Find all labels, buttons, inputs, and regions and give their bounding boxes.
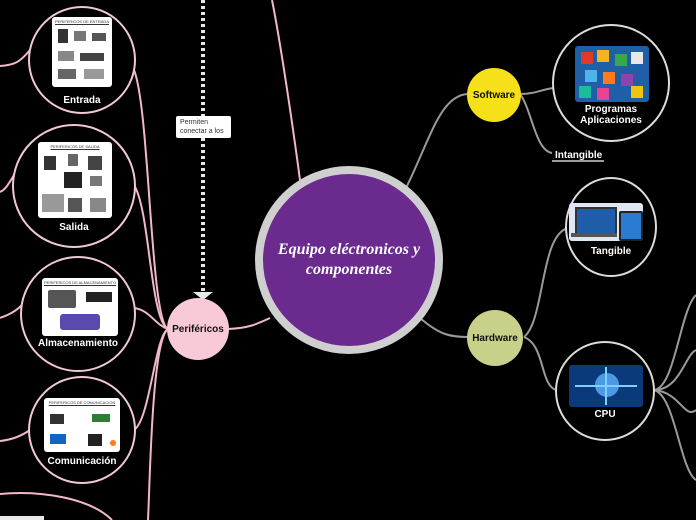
link-almacenamiento-left [0,304,23,319]
entrada-label: Entrada [63,95,101,106]
link-perifericos-bottom [147,328,169,520]
hardware-label: Hardware [472,332,518,344]
app-icons-image [575,46,649,102]
programas-label: Programas Aplicaciones [580,104,642,126]
dotted-connector-arrow [193,292,213,300]
almacenamiento-node[interactable]: PERIFERICOS DE ALMACENAMIENTO Almacenami… [20,256,136,372]
salida-image-title: PERIFERICOS DE SALIDA [50,144,100,149]
link-center-perifericos [227,317,271,330]
link-hardware-tangible [523,227,569,338]
cpu-image [569,365,643,407]
comunicacion-node[interactable]: PERIFERICOS DE COMUNICACION Comunicación [28,376,136,484]
devices-image [569,203,643,241]
link-software-intangible [519,93,553,154]
connector-note[interactable]: Permiten conectar a los [176,116,231,138]
almacenamiento-image: PERIFERICOS DE ALMACENAMIENTO [42,278,118,336]
offscreen-node-edge [0,516,44,520]
comunicacion-image-title: PERIFERICOS DE COMUNICACION [48,400,116,405]
link-cpu-4 [653,389,696,481]
software-node[interactable]: Software [467,68,521,122]
link-software-programas [519,87,554,95]
link-cpu-3 [653,389,696,414]
connector-note-text: Permiten conectar a los [180,119,224,135]
salida-node[interactable]: PERIFERICOS DE SALIDA Salida [12,124,136,248]
salida-image: PERIFERICOS DE SALIDA [38,142,112,218]
hardware-node[interactable]: Hardware [467,310,523,366]
perifericos-label: Periféricos [172,323,224,335]
link-perifericos-comunicacion [133,328,169,431]
link-center-hardware [419,317,469,338]
tangible-node[interactable]: Tangible [565,177,657,277]
salida-label: Salida [59,222,89,233]
link-hardware-cpu [523,336,557,391]
link-center-software [404,93,469,191]
link-entrada-left [0,49,31,67]
central-topic-label: Equipo eléctronicos y componentes [277,241,421,278]
tangible-label: Tangible [590,246,632,257]
link-bottom-curve [0,492,113,520]
link-perifericos-almacenamiento [133,307,169,330]
entrada-image: PERIFERICOS DE ENTRADA [52,17,112,87]
entrada-node[interactable]: PERIFERICOS DE ENTRADA Entrada [28,6,136,114]
comunicacion-label: Comunicación [47,456,117,467]
link-cpu-1 [653,294,696,391]
entrada-image-title: PERIFERICOS DE ENTRADA [54,19,109,24]
software-label: Software [472,89,516,101]
link-center-top [271,0,301,181]
intangible-label[interactable]: Intangible [555,150,603,161]
link-comunicacion-left [0,429,31,442]
link-cpu-2 [653,349,696,391]
programas-node[interactable]: Programas Aplicaciones [552,24,670,142]
almacenamiento-label: Almacenamiento [37,338,119,349]
link-perifericos-salida [133,184,169,330]
almacenamiento-image-title: PERIFERICOS DE ALMACENAMIENTO [44,280,117,285]
link-perifericos-entrada [133,69,169,330]
perifericos-node[interactable]: Periféricos [167,298,229,360]
cpu-node[interactable]: CPU [555,341,655,441]
central-topic[interactable]: Equipo eléctronicos y componentes [255,166,443,354]
cpu-label: CPU [594,409,616,420]
comunicacion-image: PERIFERICOS DE COMUNICACION [44,398,120,452]
